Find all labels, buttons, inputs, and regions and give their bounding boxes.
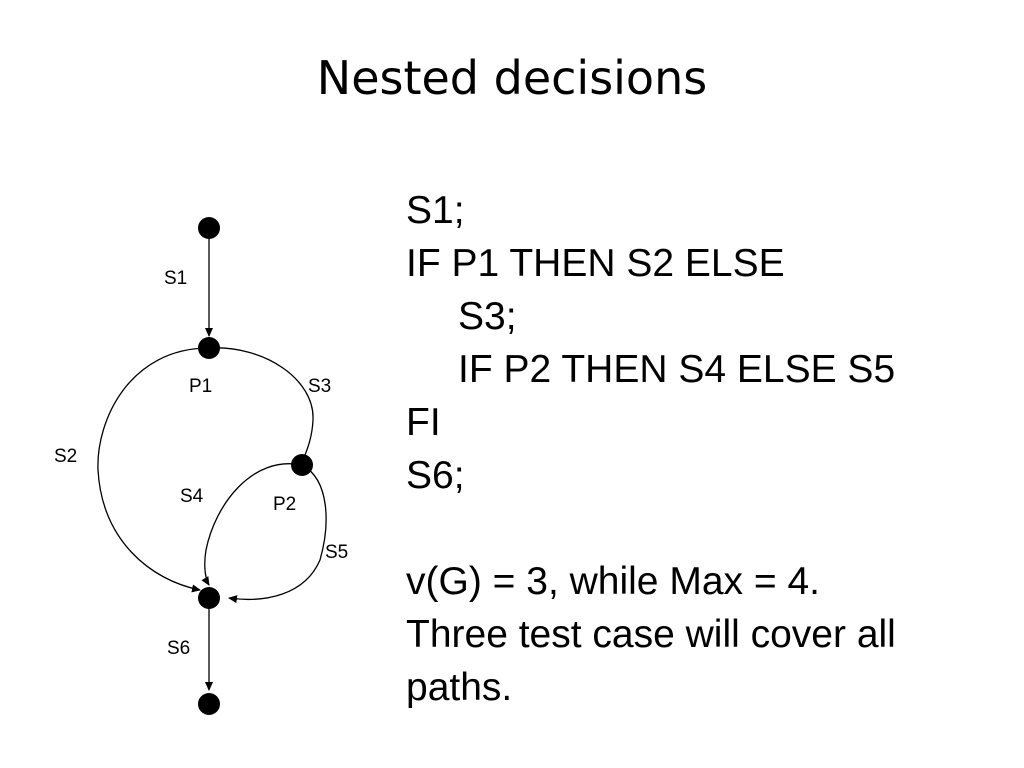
label-p2: P2: [273, 494, 296, 515]
code-line-5: FI: [406, 401, 441, 444]
code-line-3: S3;: [458, 295, 517, 338]
code-spacer: [406, 502, 1016, 555]
node-join: [198, 587, 220, 609]
edge-s5: [228, 464, 327, 604]
label-s5: S5: [325, 542, 348, 563]
label-s2: S2: [54, 446, 77, 467]
edge-s2: [97, 347, 210, 593]
node-end: [198, 693, 220, 715]
node-p1: [198, 337, 220, 359]
label-s4: S4: [180, 486, 204, 507]
slide-title: Nested decisions: [316, 51, 708, 105]
code-line-4: IF P2 THEN S4 ELSE S5: [458, 348, 896, 391]
node-start: [198, 217, 220, 239]
complexity-summary: v(G) = 3, while Max = 4.: [406, 560, 820, 603]
code-line-1: S1;: [406, 189, 465, 232]
label-s6: S6: [167, 638, 190, 659]
pseudocode-block: S1; IF P1 THEN S2 ELSE S3; IF P2 THEN S4…: [406, 184, 1016, 714]
label-s1: S1: [164, 268, 187, 289]
node-p2: [291, 454, 313, 476]
edge-s4: [201, 463, 303, 586]
code-line-6: S6;: [406, 454, 465, 497]
label-s3: S3: [308, 376, 331, 397]
code-line-2: IF P1 THEN S2 ELSE: [406, 242, 785, 285]
test-case-conclusion: Three test case will cover all paths.: [406, 613, 896, 709]
label-p1: P1: [189, 376, 212, 397]
edge-s3: [208, 347, 314, 464]
